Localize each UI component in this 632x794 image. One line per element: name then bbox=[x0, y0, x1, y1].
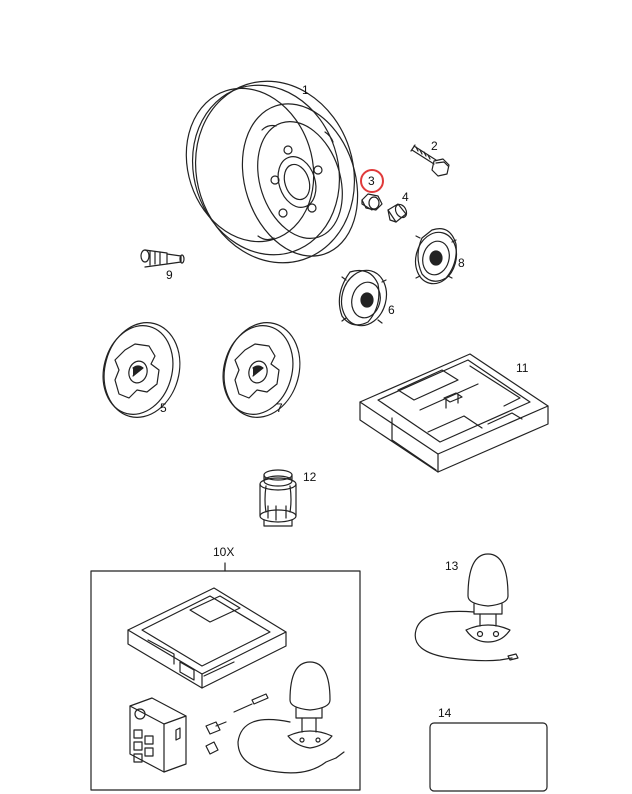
callout-2[interactable]: 2 bbox=[431, 139, 438, 153]
callout-13[interactable]: 13 bbox=[445, 559, 459, 573]
highlight-circle bbox=[360, 169, 384, 193]
callout-9[interactable]: 9 bbox=[166, 268, 173, 282]
callout-4[interactable]: 4 bbox=[402, 190, 409, 204]
repair-kit-valve-tools-part-10x[interactable] bbox=[205, 693, 269, 755]
hub-cap-part-6[interactable] bbox=[336, 265, 393, 330]
callout-14[interactable]: 14 bbox=[438, 706, 452, 720]
wheel-bolt-part-2[interactable] bbox=[410, 144, 450, 177]
callout-10x[interactable]: 10X bbox=[213, 545, 235, 559]
callout-3[interactable]: 3 bbox=[368, 174, 375, 188]
lock-adapter-part-12[interactable] bbox=[259, 469, 297, 527]
placard-part-14[interactable] bbox=[429, 722, 548, 792]
wheel-cover-part-5[interactable] bbox=[94, 314, 191, 426]
callout-8[interactable]: 8 bbox=[458, 256, 465, 270]
repair-kit-sealant-bottle-part-10x[interactable] bbox=[237, 661, 345, 774]
callout-12[interactable]: 12 bbox=[303, 470, 317, 484]
repair-kit-case-part-10x[interactable] bbox=[127, 587, 287, 689]
wheel-rim-part-1[interactable] bbox=[167, 60, 378, 283]
wheel-cover-part-7[interactable] bbox=[214, 314, 311, 426]
tire-valve-part-9[interactable] bbox=[140, 249, 185, 268]
callout-11[interactable]: 11 bbox=[516, 361, 529, 375]
callout-6[interactable]: 6 bbox=[388, 303, 395, 317]
callout-7[interactable]: 7 bbox=[276, 401, 283, 415]
wheel-nut-part-3[interactable] bbox=[361, 193, 383, 211]
repair-kit-compressor-part-10x[interactable] bbox=[129, 697, 187, 773]
callout-5[interactable]: 5 bbox=[160, 401, 167, 415]
repair-kit-frame-part-10x bbox=[90, 562, 361, 791]
hub-cap-part-8[interactable] bbox=[410, 228, 462, 289]
sealant-bottle-part-13[interactable] bbox=[414, 553, 519, 662]
storage-tray-part-11[interactable] bbox=[359, 353, 549, 473]
callout-1[interactable]: 1 bbox=[302, 83, 309, 97]
sleeve-part-4[interactable] bbox=[387, 202, 409, 223]
